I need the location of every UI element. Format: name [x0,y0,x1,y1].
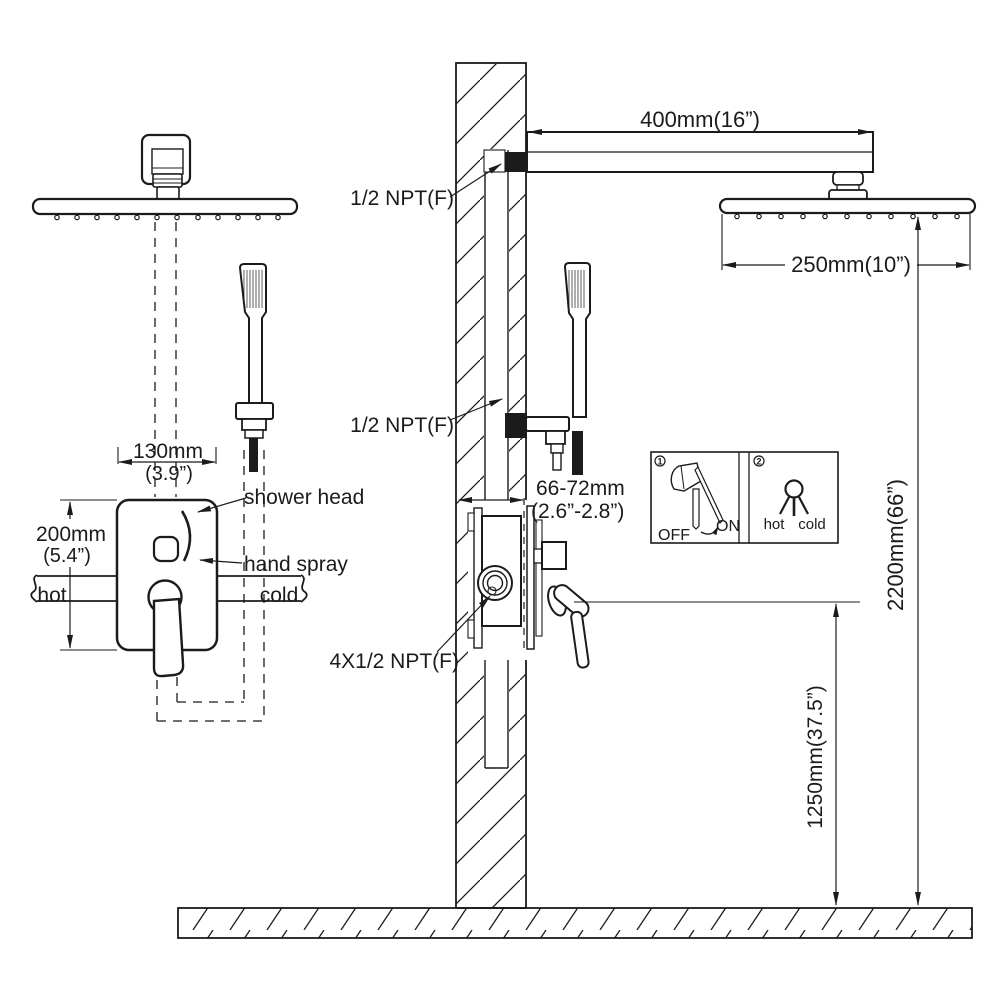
nozzles-left [54,214,281,221]
dim-arm-length-label: 400mm(16”) [640,107,760,132]
hot-cold-knob-icon [779,479,809,516]
dim-head-width-label: 250mm(10”) [791,252,911,277]
hidden-pipe-dashed [156,450,265,722]
valve-outlet-port [541,541,567,570]
dim-wall-depth-in: (2.6”-2.8”) [531,500,624,523]
inset-off-label: OFF [658,527,690,544]
supply-pipes [30,574,308,603]
shower-head-label: shower head [244,486,364,509]
diverter-arc [180,510,192,562]
dim-trim-height-in: (5.4”) [43,545,91,567]
hot-label: hot [37,584,66,607]
npt-valve-label: 4X1/2 NPT(F) [329,650,459,673]
cold-label: cold [260,584,299,607]
pipe-break-left [30,574,38,603]
npt-spray-label: 1/2 NPT(F) [350,414,454,437]
valve-lever-side [547,584,590,669]
mixer-valve-roughin [467,498,590,669]
on-off-lever-icon [670,462,724,536]
inset-hot-label: hot [764,516,786,533]
dim-total-height-label: 2200mm(66”) [883,479,908,611]
hand-shower-mounted [505,262,591,475]
dim-valve-height-label: 1250mm(37.5”) [804,685,827,829]
mounted-hose [572,431,583,475]
diverter-button [152,535,180,563]
dim-trim-height [60,499,117,651]
dim-head-width [721,214,971,275]
arm-wall-fitting [505,152,527,172]
ceiling-mount-flange [140,133,192,200]
lever-handle-front [152,597,185,678]
step1-number: 1 [657,457,662,467]
step1-badge [654,455,666,467]
instruction-inset [650,451,839,544]
dim-trim-width [117,447,217,465]
hand-shower-grip-texture [243,270,263,308]
floor-section [177,907,973,939]
dim-trim-height-mm: 200mm [36,523,106,546]
dim-valve-height [574,601,860,906]
pipe-break-right [300,574,308,603]
mixer-trim-front [30,498,308,678]
inset-on-label: ON [716,518,740,535]
dim-wall-depth-mm: 66-72mm [536,477,625,500]
rain-shower-head-left [31,197,299,221]
spray-dashed-lines [154,222,177,497]
dim-trim-width-in: (3.9”) [145,463,193,485]
npt-arm-label: 1/2 NPT(F) [350,187,454,210]
hand-shower-left [235,263,274,472]
hand-shower-hose [249,438,258,472]
step2-badge [753,455,765,467]
spray-wall-fitting [505,413,527,438]
shower-arm [526,131,874,173]
inset-cold-label: cold [798,516,826,533]
hand-spray-label: hand spray [244,553,348,576]
leader-lines [197,163,503,653]
mounted-grip-texture [568,270,585,308]
dim-trim-width-mm: 130mm [133,440,203,463]
in-wall-pipe [483,149,509,769]
step2-number: 2 [756,457,761,467]
